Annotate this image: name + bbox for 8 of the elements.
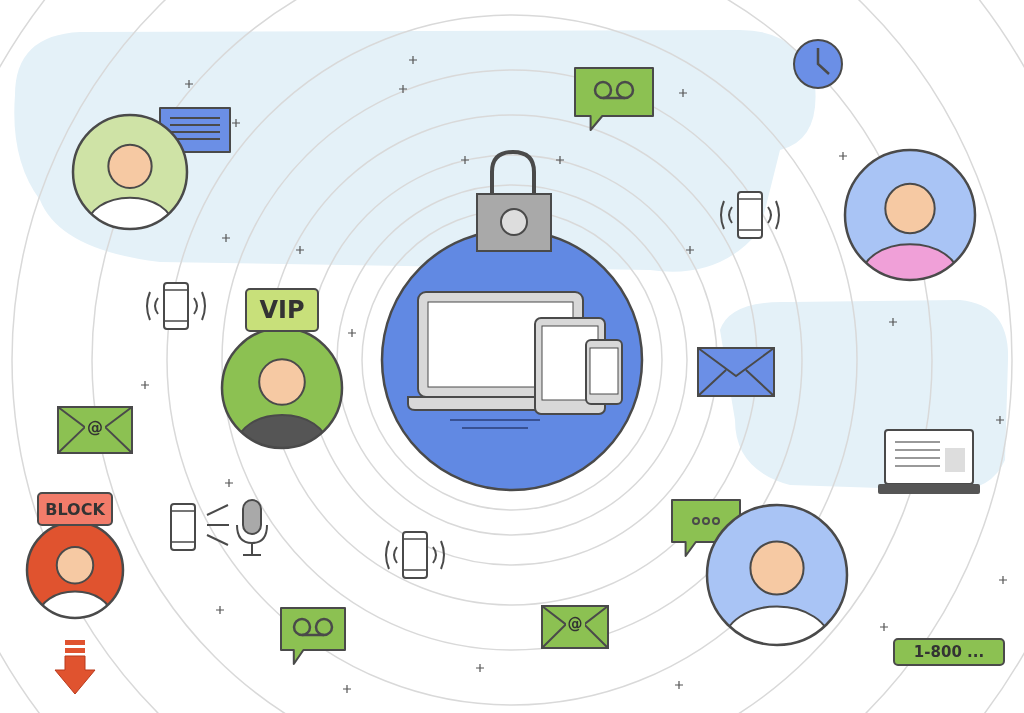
badge [37,492,113,526]
badge [893,638,1005,666]
badge-text: BLOCK [45,499,105,519]
envelope [57,406,133,454]
badge [245,288,319,332]
envelope [541,605,609,649]
badge-text: VIP [259,296,305,324]
badge-text: 1-800 ... [913,643,985,661]
